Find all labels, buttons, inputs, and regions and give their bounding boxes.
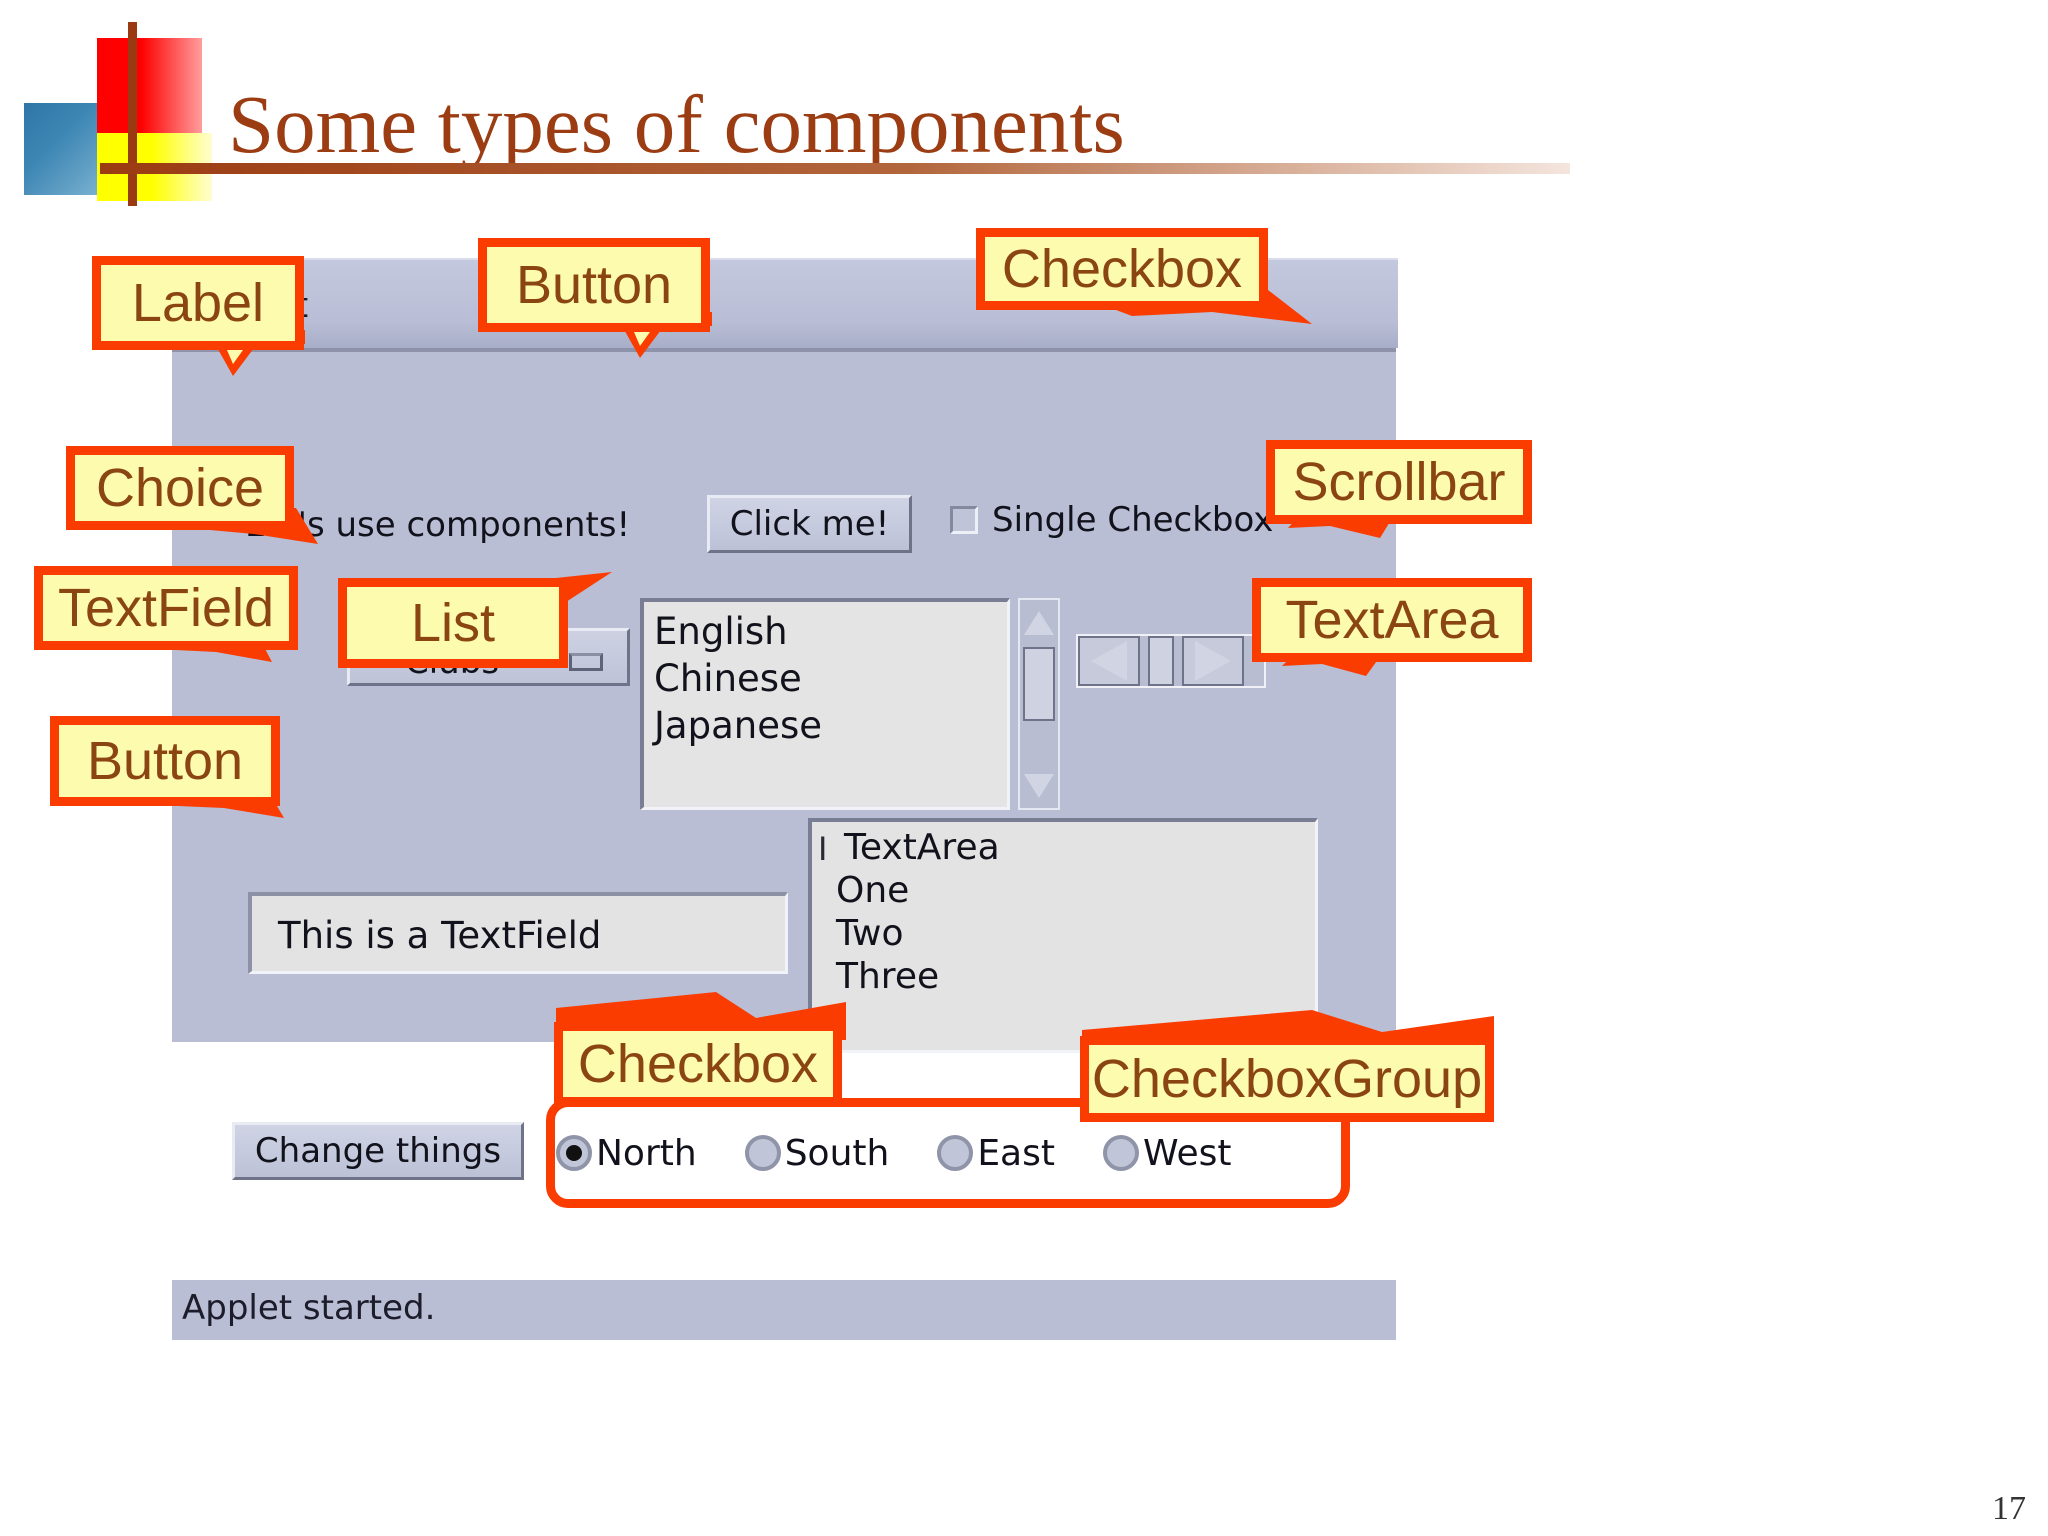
callout-choice: Choice — [66, 446, 294, 530]
textarea-line: One — [836, 870, 910, 911]
radio-west[interactable]: West — [1103, 1133, 1232, 1174]
textarea-line: Three — [836, 956, 940, 997]
title-underline-rule — [100, 163, 1570, 174]
radio-label: West — [1143, 1132, 1232, 1174]
logo-red-square — [97, 38, 202, 133]
list-box[interactable]: English Chinese Japanese — [640, 598, 1010, 810]
radio-label: South — [784, 1132, 890, 1174]
applet-status-text: Applet started. — [182, 1288, 436, 1328]
callout-textarea: TextArea — [1252, 578, 1532, 662]
radio-south[interactable]: South — [744, 1132, 890, 1174]
textarea-line: TextArea — [844, 827, 1000, 868]
callout-list: List — [338, 578, 568, 668]
callout-label: Label — [92, 256, 304, 350]
page-title: Some types of components — [228, 78, 1125, 170]
dropdown-arrow-icon[interactable] — [569, 653, 603, 671]
text-field-value: This is a TextField — [278, 914, 602, 957]
radio-north[interactable]: North — [556, 1133, 697, 1174]
callout-button-bottom: Button — [50, 716, 280, 806]
scroll-right-arrow-icon[interactable] — [1182, 636, 1244, 686]
single-checkbox-label: Single Checkbox — [992, 500, 1274, 540]
list-item[interactable]: Chinese — [654, 657, 802, 700]
checkboxgroup-highlight-ring — [546, 1098, 1350, 1208]
callout-checkbox-top: Checkbox — [976, 228, 1268, 310]
radio-label: East — [977, 1132, 1055, 1174]
scroll-left-arrow-icon[interactable] — [1078, 636, 1140, 686]
radio-circle-icon[interactable] — [1103, 1135, 1139, 1171]
radio-circle-icon[interactable] — [937, 1135, 974, 1171]
change-things-button[interactable]: Change things — [232, 1122, 524, 1180]
callout-button-top: Button — [478, 238, 710, 332]
callout-checkboxgroup: CheckboxGroup — [1080, 1036, 1494, 1122]
callout-checkbox-bottom: Checkbox — [554, 1022, 842, 1106]
horizontal-scrollbar[interactable] — [1076, 634, 1266, 688]
single-checkbox[interactable]: Single Checkbox — [950, 500, 1273, 540]
horizontal-scrollbar-thumb[interactable] — [1148, 636, 1174, 686]
radio-circle-icon[interactable] — [556, 1135, 592, 1171]
text-field[interactable]: This is a TextField — [248, 892, 788, 974]
text-caret-icon: I — [818, 830, 828, 868]
callout-textfield: TextField — [34, 566, 298, 650]
callout-scrollbar: Scrollbar — [1266, 440, 1532, 524]
logo-vertical-bar — [128, 22, 137, 206]
list-item[interactable]: English — [654, 610, 788, 653]
checkbox-box-icon[interactable] — [950, 506, 978, 534]
click-me-button[interactable]: Click me! — [707, 495, 912, 553]
scroll-up-arrow-icon[interactable] — [1020, 600, 1058, 645]
radio-circle-icon[interactable] — [744, 1135, 781, 1171]
checkbox-group: North South East West — [556, 1112, 1356, 1194]
text-area[interactable]: I TextArea One Two Three — [808, 818, 1318, 1053]
applet-status-bar: Applet started. — [172, 1280, 1396, 1340]
page-number: 17 — [1992, 1490, 2026, 1527]
vertical-scrollbar-thumb[interactable] — [1023, 647, 1055, 721]
radio-east[interactable]: East — [937, 1133, 1055, 1174]
list-item[interactable]: Japanese — [654, 704, 822, 747]
radio-label: North — [596, 1132, 697, 1174]
textarea-line: Two — [836, 913, 904, 954]
vertical-scrollbar[interactable] — [1018, 598, 1060, 810]
scroll-down-arrow-icon[interactable] — [1020, 763, 1058, 808]
